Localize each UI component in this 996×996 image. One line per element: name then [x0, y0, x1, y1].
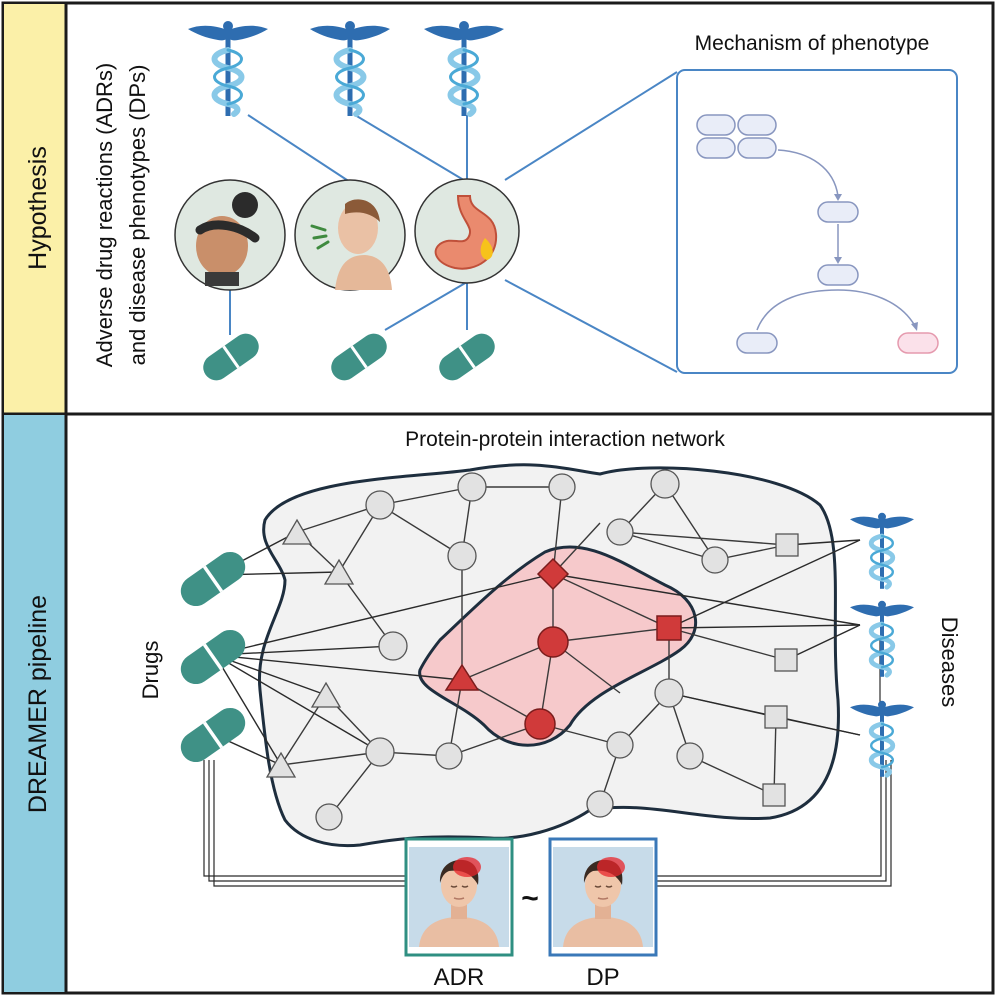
similarity-symbol: ~ — [521, 882, 539, 915]
side-label-line2: and disease phenotypes (DPs) — [125, 65, 150, 366]
pipeline-panel: DREAMER pipeline Protein-protein interac… — [1, 412, 995, 995]
adr-portrait — [404, 837, 514, 957]
phenotype-cough-icon — [294, 179, 406, 291]
hypothesis-links — [229, 71, 678, 373]
hypothesis-label: Hypothesis — [24, 146, 52, 270]
drugs-label: Drugs — [138, 641, 163, 700]
phenotype-abdominal-pain-icon — [174, 179, 286, 291]
dp-label: DP — [586, 964, 619, 991]
hypothesis-panel: Hypothesis Adverse drug reactions (ADRs)… — [1, 1, 995, 416]
adr-label: ADR — [434, 964, 485, 991]
phenotype-heartburn-icon — [414, 178, 520, 284]
patient-icon — [409, 846, 509, 948]
mechanism-box — [676, 69, 958, 374]
module-nodes — [444, 557, 682, 740]
bus-lines — [203, 640, 892, 887]
mechanism-title: Mechanism of phenotype — [695, 32, 930, 55]
diseases-label: Diseases — [937, 617, 962, 707]
protein-nodes — [265, 469, 799, 831]
drug-disease-links — [214, 531, 861, 766]
dp-portrait — [548, 837, 658, 957]
pipeline-label: DREAMER pipeline — [24, 595, 52, 813]
patient-icon — [553, 846, 653, 948]
network-title: Protein-protein interaction network — [405, 428, 725, 451]
hypothesis-band — [4, 4, 66, 413]
pipeline-band — [4, 415, 66, 992]
side-label-line1: Adverse drug reactions (ADRs) — [92, 63, 117, 367]
